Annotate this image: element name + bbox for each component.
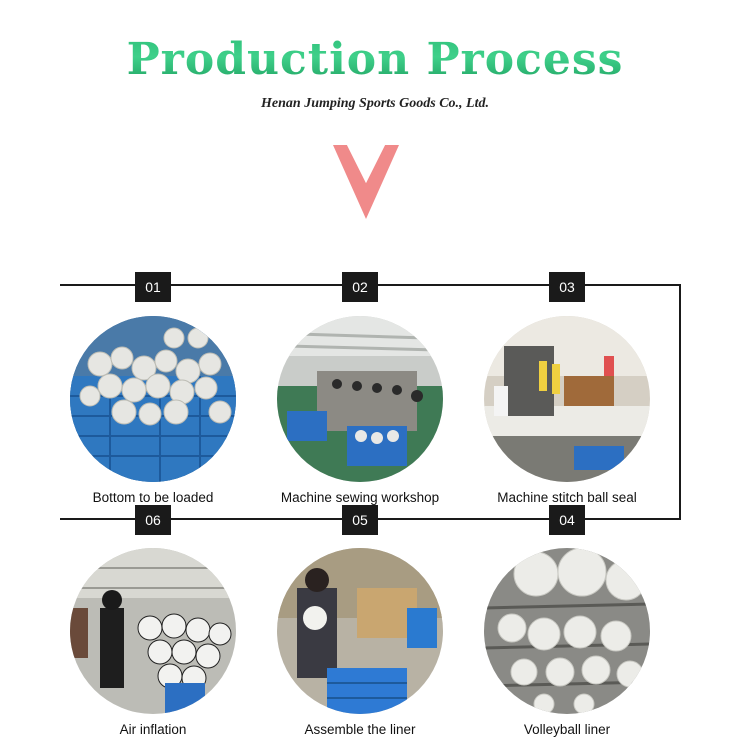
step-number-badge: 01: [135, 272, 171, 302]
process-step-02: Machine sewing workshop: [270, 316, 450, 505]
step-photo-bottoms-in-crates: [70, 316, 236, 482]
company-name: Henan Jumping Sports Goods Co., Ltd.: [261, 96, 489, 111]
step-number-badge: 02: [342, 272, 378, 302]
process-step-04: Volleyball liner: [477, 548, 657, 737]
step-label: Volleyball liner: [523, 722, 611, 737]
step-label: Air inflation: [119, 722, 187, 737]
step-label: Machine stitch ball seal: [497, 490, 637, 505]
process-step-03: Machine stitch ball seal: [477, 316, 657, 505]
step-number-badge: 03: [549, 272, 585, 302]
step-label: Bottom to be loaded: [92, 490, 214, 505]
step-photo-volleyball-liner: [484, 548, 650, 714]
step-photo-assemble-liner: [277, 548, 443, 714]
process-step-01: Bottom to be loaded: [63, 316, 243, 505]
process-step-06: Air inflation: [63, 548, 243, 737]
step-number-badge: 04: [549, 505, 585, 535]
step-label: Assemble the liner: [304, 722, 416, 737]
step-photo-sewing-workshop: [277, 316, 443, 482]
step-photo-stitch-machine: [484, 316, 650, 482]
step-label: Machine sewing workshop: [280, 490, 440, 505]
chevron-down-icon: [333, 145, 399, 219]
step-number-badge: 05: [342, 505, 378, 535]
page-title: Production Process: [0, 34, 750, 85]
step-number-badge: 06: [135, 505, 171, 535]
step-photo-air-inflation: [70, 548, 236, 714]
process-step-05: Assemble the liner: [270, 548, 450, 737]
